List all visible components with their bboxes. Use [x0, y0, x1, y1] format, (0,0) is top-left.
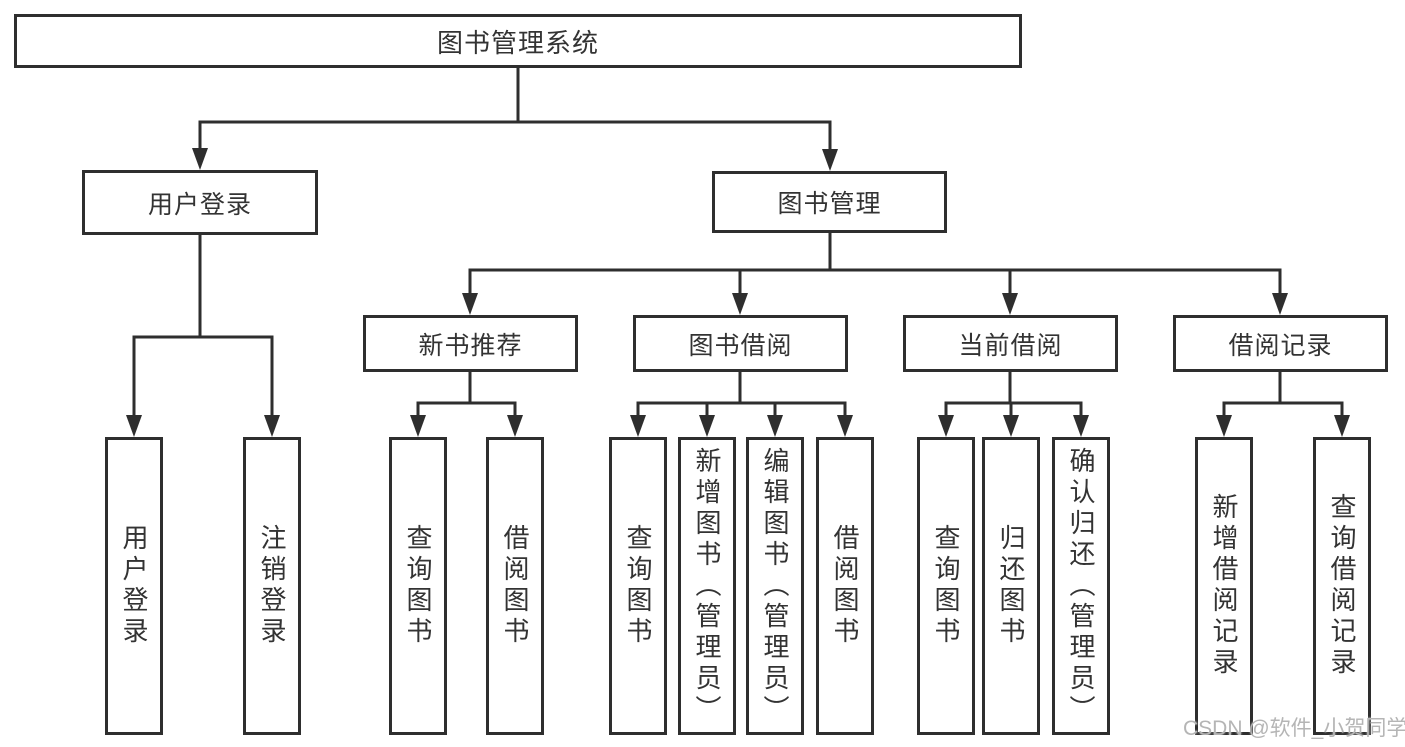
- node-borrow-record: 借阅记录: [1173, 315, 1388, 372]
- arrowhead: [1272, 293, 1288, 315]
- node-book-management: 图书管理: [712, 171, 947, 233]
- arrowhead: [410, 415, 426, 437]
- edges-book-borrow-branch: [630, 370, 853, 437]
- edges-current-borrow-branch: [938, 370, 1089, 437]
- node-user-login: 用户登录: [82, 170, 318, 235]
- node-book-borrow: 图书借阅: [633, 315, 848, 372]
- leaf-edit-books-admin: 编辑图书（管理员）: [746, 437, 804, 735]
- arrowhead: [1073, 415, 1089, 437]
- leaf-confirm-return-admin: 确认归还（管理员）: [1052, 437, 1110, 735]
- leaf-query-borrow-record: 查询借阅记录: [1313, 437, 1371, 735]
- leaf-newbook-query-books: 查询图书: [389, 437, 447, 735]
- arrowhead: [630, 415, 646, 437]
- arrowhead: [699, 415, 715, 437]
- leaf-borrow-query-books: 查询图书: [609, 437, 667, 735]
- arrowhead: [938, 415, 954, 437]
- leaf-add-books-admin: 新增图书（管理员）: [678, 437, 736, 735]
- leaf-return-books: 归还图书: [982, 437, 1040, 735]
- edges-user-login-branch: [126, 233, 280, 437]
- arrowhead: [1334, 415, 1350, 437]
- arrowhead: [192, 148, 208, 170]
- arrowhead: [126, 415, 142, 437]
- arrowhead: [822, 149, 838, 171]
- arrowhead: [837, 415, 853, 437]
- arrowhead: [732, 293, 748, 315]
- node-root: 图书管理系统: [14, 14, 1022, 68]
- leaf-user-login: 用户登录: [105, 437, 163, 735]
- node-new-book-recommend: 新书推荐: [363, 315, 578, 372]
- leaf-newbook-borrow-books: 借阅图书: [486, 437, 544, 735]
- leaf-add-borrow-record: 新增借阅记录: [1195, 437, 1253, 735]
- arrowhead: [1216, 415, 1232, 437]
- arrowhead: [767, 415, 783, 437]
- edges-book-management-branch: [462, 231, 1288, 315]
- leaf-borrow-books: 借阅图书: [816, 437, 874, 735]
- arrowhead: [1002, 293, 1018, 315]
- leaf-logout: 注销登录: [243, 437, 301, 735]
- arrowhead: [1003, 415, 1019, 437]
- arrowhead: [507, 415, 523, 437]
- edges-borrow-record-branch: [1216, 370, 1350, 437]
- arrowhead: [264, 415, 280, 437]
- edges-new-book-branch: [410, 370, 523, 437]
- arrowhead: [462, 293, 478, 315]
- leaf-current-query-books: 查询图书: [917, 437, 975, 735]
- node-current-borrow: 当前借阅: [903, 315, 1118, 372]
- edges-root-to-level2: [192, 66, 838, 171]
- watermark: CSDN @软件_小贺同学: [1183, 717, 1405, 740]
